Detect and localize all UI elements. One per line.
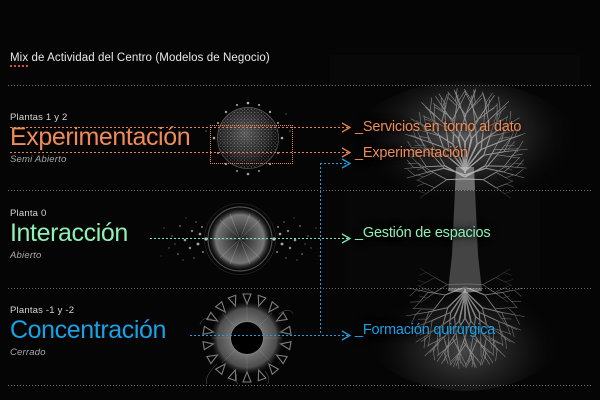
row-interaccion-openness: Abierto — [10, 250, 42, 262]
arrow-formacion-quirurgica — [341, 330, 352, 341]
connector-concentracion-riser — [320, 163, 321, 335]
page-title-misspelled-word: Mix — [10, 52, 29, 67]
row-experimentacion: Plantas 1 y 2 Experimentación Semi Abier… — [10, 112, 191, 166]
output-servicios-dato: _Servicios en torno al dato — [355, 119, 522, 135]
arrow-gestion-espacios — [341, 233, 352, 244]
row-concentracion-floor: Plantas -1 y -2 — [10, 305, 75, 316]
row-interaccion-title: Interacción — [10, 219, 128, 247]
connector-experimentacion-out — [10, 152, 348, 153]
output-gestion-espacios: _Gestión de espacios — [355, 225, 491, 241]
connector-formacion-quirurgica — [190, 335, 348, 336]
row-experimentacion-openness: Semi Abierto — [10, 154, 67, 166]
page-title-rest: de Actividad del Centro (Modelos de Nego… — [28, 52, 270, 64]
output-formacion-quirurgica: _Formación quirúrgica — [355, 322, 496, 338]
divider-bottom — [8, 385, 592, 386]
connector-concentracion-to-experimentacion — [320, 163, 348, 164]
tree-background-graphic — [341, 81, 589, 391]
connector-gestion-espacios — [150, 238, 348, 239]
row-experimentacion-title: Experimentación — [10, 123, 191, 151]
row-experimentacion-floor: Plantas 1 y 2 — [10, 112, 68, 123]
row-concentracion: Plantas -1 y -2 Concentración Cerrado — [10, 305, 166, 358]
arrow-experimentacion-out — [341, 147, 352, 158]
divider-1 — [8, 190, 592, 191]
divider-2 — [8, 288, 592, 289]
arrow-concentracion-to-experimentacion — [341, 158, 352, 169]
output-experimentacion: _Experimentación — [355, 145, 468, 161]
page-title: Mix de Actividad del Centro (Modelos de … — [10, 52, 270, 67]
divider-top — [8, 85, 592, 86]
visual-gear-ring-vortex — [199, 293, 294, 384]
row-concentracion-title: Concentración — [10, 316, 167, 344]
row-interaccion: Planta 0 Interacción Abierto — [10, 208, 128, 261]
row-concentracion-openness: Cerrado — [10, 347, 46, 359]
arrow-servicios-dato — [341, 122, 352, 133]
connector-servicios-dato — [10, 127, 348, 128]
row-interaccion-floor: Planta 0 — [10, 208, 47, 219]
visual-hexagonal-mesh-sphere — [205, 101, 291, 176]
visual-radial-particle-burst — [160, 203, 320, 275]
